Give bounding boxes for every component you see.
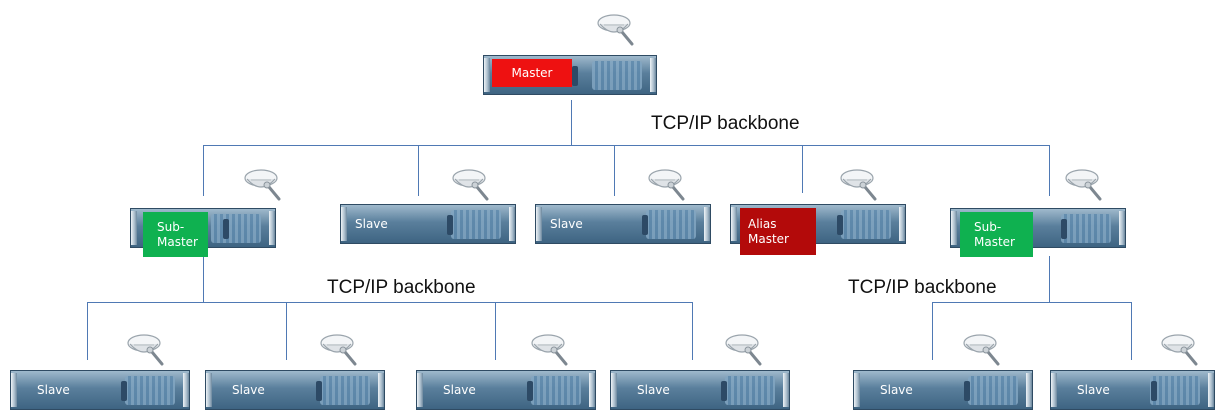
rack-server-icon [968, 376, 1018, 405]
slave-mid-1-label: Slave [355, 217, 388, 231]
rack-server-icon [1150, 376, 1200, 405]
satellite-dish-icon [596, 10, 636, 50]
rack-server-icon [592, 61, 642, 90]
satellite-dish-icon [451, 165, 491, 205]
master-uplink-line [571, 100, 572, 146]
slave-mid-1-server: Slave [340, 204, 516, 244]
satellite-dish-icon [319, 330, 359, 370]
drop-line-2 [418, 145, 419, 196]
slave-bottom-4-label: Slave [637, 383, 670, 397]
left-backbone-line [87, 302, 693, 303]
satellite-dish-icon [243, 165, 283, 205]
sub-master-1-tag: Sub- Master [143, 212, 208, 257]
sub-master-1-line2: Master [157, 234, 198, 249]
slave-bottom-6-server: Slave [1050, 370, 1215, 410]
satellite-dish-icon [839, 165, 879, 205]
alias-master-line2: Master [748, 231, 789, 246]
rack-server-icon [841, 210, 891, 239]
top-backbone-line [203, 145, 1050, 146]
sub-master-2-line1: Sub- [974, 219, 1002, 234]
top-backbone-label: TCP/IP backbone [651, 113, 800, 134]
rack-server-icon [451, 210, 501, 239]
submaster-1-downlink-line [203, 256, 204, 303]
satellite-dish-icon [1064, 165, 1104, 205]
left-backbone-label: TCP/IP backbone [327, 277, 476, 298]
sub-master-1-line1: Sub- [157, 219, 185, 234]
alias-master-line1: Alias [748, 216, 777, 231]
slave-bottom-1-label: Slave [37, 383, 70, 397]
rack-server-icon [531, 376, 581, 405]
rack-server-icon [320, 376, 370, 405]
right-drop-2 [1131, 302, 1132, 360]
slave-bottom-5-label: Slave [880, 383, 913, 397]
right-drop-1 [932, 302, 933, 360]
rack-server-icon [125, 376, 175, 405]
right-backbone-label: TCP/IP backbone [848, 277, 997, 298]
sub-master-2-line2: Master [974, 234, 1015, 249]
left-drop-1 [87, 302, 88, 360]
drop-line-4 [802, 145, 803, 193]
submaster-2-downlink-line [1049, 256, 1050, 303]
rack-server-icon [1061, 214, 1111, 243]
satellite-dish-icon [1160, 330, 1200, 370]
slave-mid-2-server: Slave [535, 204, 711, 244]
rack-server-icon [646, 210, 696, 239]
slave-bottom-4-server: Slave [610, 370, 790, 410]
slave-bottom-1-server: Slave [10, 370, 190, 410]
rack-server-icon [725, 376, 775, 405]
master-tag: Master [492, 59, 572, 87]
right-backbone-line [932, 302, 1132, 303]
drop-line-1 [203, 145, 204, 196]
satellite-dish-icon [962, 330, 1002, 370]
satellite-dish-icon [647, 165, 687, 205]
satellite-dish-icon [530, 330, 570, 370]
slave-bottom-6-label: Slave [1077, 383, 1110, 397]
satellite-dish-icon [724, 330, 764, 370]
slave-bottom-2-server: Slave [205, 370, 385, 410]
slave-bottom-3-label: Slave [443, 383, 476, 397]
drop-line-3 [614, 145, 615, 196]
drop-line-5 [1049, 145, 1050, 196]
slave-mid-2-label: Slave [550, 217, 583, 231]
left-drop-4 [692, 302, 693, 360]
slave-bottom-5-server: Slave [853, 370, 1033, 410]
alias-master-tag: Alias Master [740, 208, 816, 255]
slave-bottom-3-server: Slave [416, 370, 596, 410]
left-drop-3 [495, 302, 496, 360]
satellite-dish-icon [126, 330, 166, 370]
rack-server-icon [211, 214, 261, 243]
slave-bottom-2-label: Slave [232, 383, 265, 397]
sub-master-2-tag: Sub- Master [960, 212, 1033, 257]
left-drop-2 [286, 302, 287, 360]
